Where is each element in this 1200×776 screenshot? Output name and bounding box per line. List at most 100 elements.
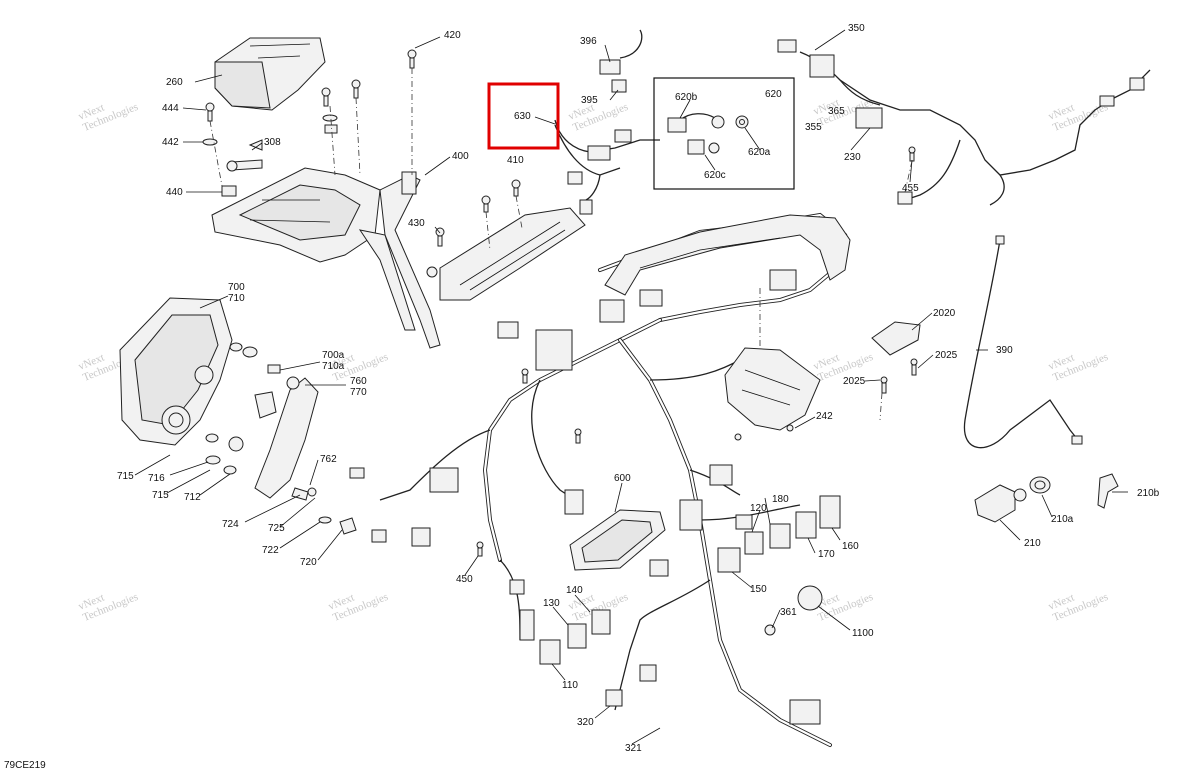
label-260: 260 — [166, 77, 183, 88]
switch-150[interactable] — [717, 547, 741, 573]
switch-120[interactable] — [744, 531, 764, 555]
label-180: 180 — [772, 494, 789, 505]
label-110: 110 — [562, 680, 578, 691]
label-715: 715 — [117, 471, 134, 482]
headlight-housing-700[interactable] — [119, 297, 233, 446]
bracket-242[interactable] — [724, 347, 821, 441]
trim-panel-410[interactable] — [439, 179, 586, 301]
label-700a: 700a — [322, 350, 345, 361]
connector-620a[interactable] — [735, 115, 749, 129]
label-722: 722 — [262, 545, 279, 556]
switch-1100[interactable] — [797, 585, 823, 611]
label-712: 712 — [184, 492, 201, 503]
label-2020: 2020 — [933, 308, 956, 319]
label-760: 760 — [350, 376, 367, 387]
label-455: 455 — [902, 183, 919, 194]
harness-620b[interactable] — [667, 113, 725, 133]
label-1100: 1100 — [852, 628, 874, 639]
label-762: 762 — [320, 454, 337, 465]
label-2025-right: 2025 — [935, 350, 958, 361]
label-320: 320 — [577, 717, 594, 728]
label-355: 355 — [805, 122, 822, 133]
switch-140[interactable] — [591, 609, 611, 635]
connector-396[interactable] — [599, 29, 643, 93]
main-harness[interactable] — [349, 212, 848, 747]
label-720: 720 — [300, 557, 317, 568]
mounting-bracket-440[interactable] — [211, 167, 381, 263]
label-716: 716 — [148, 473, 165, 484]
label-210: 210 — [1024, 538, 1041, 549]
label-150: 150 — [750, 584, 767, 595]
switch-110[interactable] — [539, 639, 561, 665]
label-442: 442 — [162, 137, 179, 148]
label-600: 600 — [614, 473, 631, 484]
bezel-210a[interactable] — [1029, 476, 1051, 494]
label-630: 630 — [514, 111, 531, 122]
harness-350[interactable] — [777, 39, 1151, 206]
label-140: 140 — [566, 585, 583, 596]
support-arm-400[interactable] — [358, 171, 441, 349]
cable-390[interactable] — [963, 235, 1083, 449]
display-600[interactable] — [564, 489, 666, 571]
label-620: 620 — [765, 89, 782, 100]
label-390: 390 — [996, 345, 1013, 356]
label-242: 242 — [816, 411, 833, 422]
label-395: 395 — [581, 95, 598, 106]
label-160: 160 — [842, 541, 859, 552]
label-450: 450 — [456, 574, 473, 585]
switch-170[interactable] — [795, 511, 817, 539]
switch-group[interactable] — [539, 495, 841, 665]
label-210b: 210b — [1137, 488, 1160, 499]
label-321: 321 — [625, 743, 642, 754]
label-444: 444 — [162, 103, 179, 114]
connector-620c[interactable] — [687, 139, 720, 155]
label-724: 724 — [222, 519, 239, 530]
leader-lines — [134, 29, 1128, 745]
label-361: 361 — [780, 607, 797, 618]
hardware-left[interactable] — [205, 342, 357, 535]
plug-361[interactable] — [764, 624, 776, 636]
fastener-set-top-left[interactable] — [202, 49, 445, 278]
label-210a: 210a — [1051, 514, 1074, 525]
module-2020[interactable] — [871, 321, 921, 394]
label-620b: 620b — [675, 92, 698, 103]
switch-130[interactable] — [567, 623, 587, 649]
label-710: 710 — [228, 293, 245, 304]
label-620a: 620a — [748, 147, 771, 158]
label-440: 440 — [166, 187, 183, 198]
label-365: 365 — [828, 106, 845, 117]
label-430: 430 — [408, 218, 425, 229]
highlight-box-630 — [487, 82, 560, 150]
label-410: 410 — [507, 155, 524, 166]
assembly-lines — [209, 68, 913, 421]
document-code: 79CE219 — [4, 760, 46, 771]
kit-box-620-frame — [653, 77, 795, 190]
gauge-support-frame[interactable] — [604, 214, 851, 296]
label-715b: 715 — [152, 490, 169, 501]
console-cover-260[interactable] — [214, 37, 326, 111]
label-120: 120 — [750, 503, 767, 514]
kit-box-620 — [653, 77, 795, 190]
label-400: 400 — [452, 151, 469, 162]
headlight-bracket-760[interactable] — [254, 376, 319, 499]
ignition-switch-210[interactable] — [974, 484, 1027, 523]
label-420: 420 — [444, 30, 461, 41]
part-labels: 420 396 350 260 395 620b 620 444 630 365… — [117, 23, 1160, 754]
label-710a: 710a — [322, 361, 345, 372]
label-700: 700 — [228, 282, 245, 293]
label-725: 725 — [268, 523, 285, 534]
label-396: 396 — [580, 36, 597, 47]
label-350: 350 — [848, 23, 865, 34]
label-620c: 620c — [704, 170, 726, 181]
label-2025-left: 2025 — [843, 376, 866, 387]
label-770: 770 — [350, 387, 367, 398]
switch-160[interactable] — [819, 495, 841, 529]
label-230: 230 — [844, 152, 861, 163]
label-130: 130 — [543, 598, 560, 609]
switch-180[interactable] — [769, 523, 791, 549]
label-308: 308 — [264, 137, 281, 148]
key-210b[interactable] — [1097, 473, 1119, 509]
harness-630[interactable] — [554, 119, 660, 215]
